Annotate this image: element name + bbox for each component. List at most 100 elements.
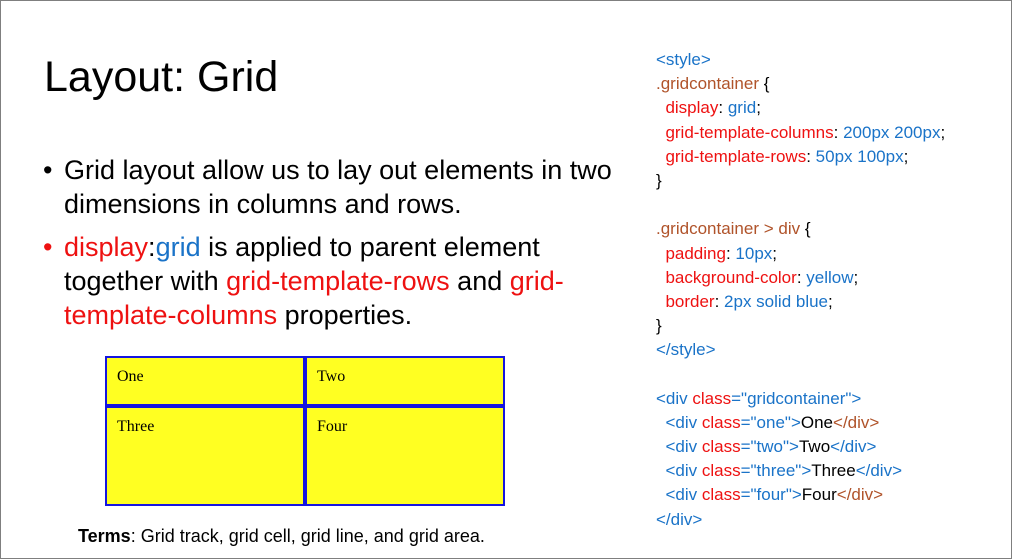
code-line: border: 2px solid blue; xyxy=(656,290,945,314)
code-token: ="two"> xyxy=(740,437,799,456)
code-token: </div> xyxy=(855,461,902,481)
bullet-text: and xyxy=(449,266,510,296)
code-token: ="gridcontainer"> xyxy=(731,388,862,408)
slide-title: Layout: Grid xyxy=(44,53,279,101)
code-line xyxy=(656,193,945,217)
bullet-item: • display:grid is applied to parent elem… xyxy=(43,230,643,332)
code-token: Two xyxy=(798,437,831,456)
code-token: : xyxy=(796,267,807,287)
code-token: padding xyxy=(656,243,726,263)
code-token: ; xyxy=(828,291,833,311)
code-token: yellow xyxy=(806,267,854,287)
code-token: Three xyxy=(811,461,856,481)
code-token: <div xyxy=(656,388,693,408)
code-token: </div> xyxy=(836,485,884,505)
code-token: : xyxy=(725,243,736,263)
bullet-text: Grid layout allow us to lay out elements… xyxy=(64,155,612,219)
code-line: <div class="gridcontainer"> xyxy=(656,387,945,411)
code-token: : xyxy=(718,98,728,118)
code-line: .gridcontainer > div { xyxy=(656,217,945,241)
bullet-text: is applied to parent element together wi… xyxy=(64,232,540,296)
code-token: One xyxy=(800,412,834,432)
code-token: <style> xyxy=(656,50,711,69)
value-grid: grid xyxy=(155,232,201,262)
code-token: grid-template-columns xyxy=(656,122,834,142)
code-token: class xyxy=(701,437,741,456)
keyword-grid-template-columns: grid-template-columns xyxy=(64,266,564,330)
code-token: ; xyxy=(772,243,778,263)
bullet-item: • Grid layout allow us to lay out elemen… xyxy=(43,153,643,221)
terms-label: Terms xyxy=(78,526,131,546)
code-token: 2px solid blue xyxy=(724,291,829,311)
code-token: display xyxy=(656,98,719,118)
code-token: class xyxy=(701,412,741,432)
code-line: display: grid; xyxy=(656,96,945,120)
code-line: background-color: yellow; xyxy=(656,266,945,290)
code-token: grid-template-rows xyxy=(656,146,807,166)
code-token: class xyxy=(701,485,741,505)
code-token: ; xyxy=(903,146,909,166)
code-line: <div class="two">Two</div> xyxy=(656,435,945,459)
code-token: <div xyxy=(656,437,702,456)
code-token: border xyxy=(656,291,715,311)
grid-example: One Two Three Four xyxy=(105,356,505,506)
code-token: { xyxy=(759,74,770,94)
keyword-grid-template-rows: grid-template-rows xyxy=(226,266,450,296)
code-line: grid-template-columns: 200px 200px; xyxy=(656,121,945,145)
grid-cell-two: Two xyxy=(305,356,505,406)
code-token: .gridcontainer > div xyxy=(656,219,801,239)
code-line: } xyxy=(656,314,945,338)
code-token: : xyxy=(714,291,725,311)
code-token: background-color xyxy=(656,267,797,287)
code-line: .gridcontainer { xyxy=(656,72,945,96)
code-line: grid-template-rows: 50px 100px; xyxy=(656,145,945,169)
bullet-dot: • xyxy=(43,155,53,185)
colon: : xyxy=(148,232,156,262)
code-token: grid xyxy=(727,98,757,118)
bullet-text: properties. xyxy=(277,300,413,330)
code-token: class xyxy=(692,388,732,408)
code-token: ="one"> xyxy=(740,412,801,432)
code-token: class xyxy=(701,461,741,481)
code-token: 50px 100px xyxy=(815,146,904,166)
grid-cell-three: Three xyxy=(105,406,305,506)
code-line: <div class="four">Four</div> xyxy=(656,483,945,507)
terms-text: : Grid track, grid cell, grid line, and … xyxy=(130,526,485,546)
code-token: { xyxy=(800,219,811,239)
grid-cell-one: One xyxy=(105,356,305,406)
code-line: <div class="three">Three</div> xyxy=(656,459,945,483)
code-token: ; xyxy=(756,98,761,118)
code-token: </div> xyxy=(656,509,703,529)
bullet-list: • Grid layout allow us to lay out elemen… xyxy=(43,153,643,332)
code-line: } xyxy=(656,169,945,193)
code-token: : xyxy=(833,122,844,142)
code-token: 10px xyxy=(735,243,773,263)
code-token: .gridcontainer xyxy=(656,74,760,94)
code-line: <style> xyxy=(656,48,945,72)
code-token: ; xyxy=(853,267,859,287)
code-line: </style> xyxy=(656,338,945,362)
bullet-dot: • xyxy=(43,232,53,262)
code-line: padding: 10px; xyxy=(656,242,945,266)
code-line xyxy=(656,362,945,386)
code-token: 200px 200px xyxy=(843,122,941,142)
code-token: <div xyxy=(656,412,702,432)
terms-caption: Terms: Grid track, grid cell, grid line,… xyxy=(78,525,485,547)
code-snippet: <style> .gridcontainer { display: grid; g… xyxy=(656,48,945,532)
code-token: <div xyxy=(656,485,702,505)
code-token: <div xyxy=(656,461,702,481)
code-token: ="four"> xyxy=(740,485,802,505)
code-token: ; xyxy=(940,122,946,142)
code-token: </div> xyxy=(833,412,880,432)
grid-cell-four: Four xyxy=(305,406,505,506)
code-token: } xyxy=(656,170,662,190)
code-token: </div> xyxy=(830,437,877,456)
code-token: } xyxy=(656,316,662,336)
keyword-display: display xyxy=(64,232,149,262)
code-token: : xyxy=(806,146,816,166)
code-token: ="three"> xyxy=(740,461,812,481)
code-line: <div class="one">One</div> xyxy=(656,411,945,435)
code-line: </div> xyxy=(656,508,945,532)
code-token: </style> xyxy=(656,340,716,360)
